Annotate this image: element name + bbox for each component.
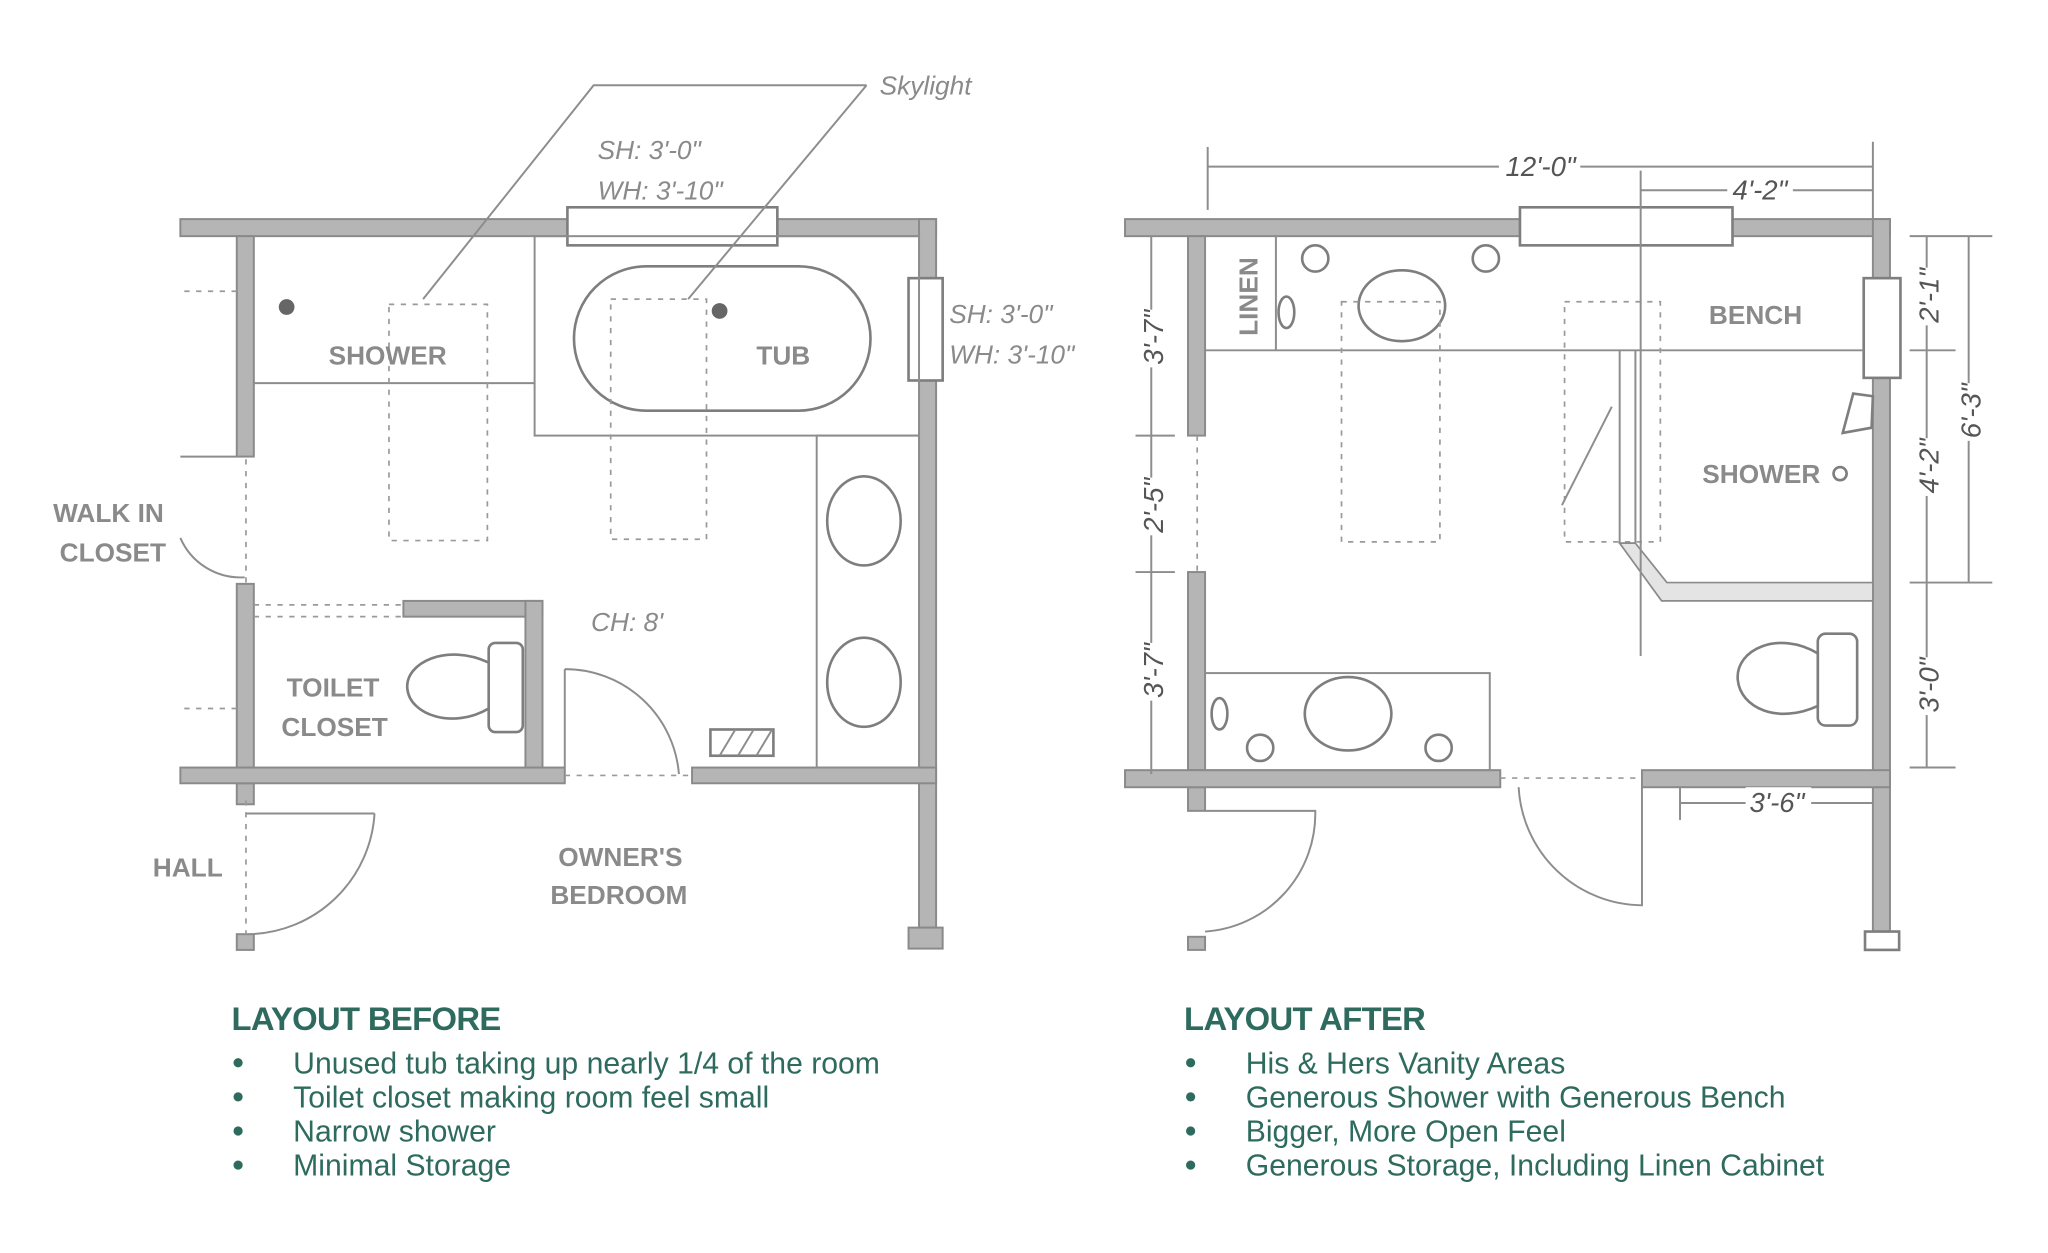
door-swing [245, 812, 376, 936]
cabinet-knob-icon [1471, 244, 1501, 273]
owners-bedroom-label: OWNER'S [558, 842, 682, 872]
toilet-closet-label: CLOSET [281, 712, 387, 742]
skylight-window-height: WH: 3'-10" [598, 175, 725, 205]
after-heading: LAYOUT AFTER [1184, 1000, 1426, 1037]
shower-door [1561, 406, 1613, 506]
door-swing [563, 668, 680, 775]
bottom-wall-left [1124, 769, 1502, 789]
bottom-wall-left [179, 766, 566, 785]
shower-label: SHOWER [1702, 459, 1820, 489]
tub-faucet-icon [711, 303, 728, 319]
side-window [1862, 276, 1902, 380]
top-wall [1124, 218, 1891, 238]
side-window [907, 276, 944, 382]
tub-icon [572, 265, 872, 412]
dimension-bottom-right: 3'-6" [1750, 787, 1806, 818]
cabinet-knob-icon [1245, 733, 1275, 763]
before-summary: LAYOUT BEFORE Unused tub taking up nearl… [232, 1000, 880, 1183]
sink-icon [1303, 675, 1393, 752]
walk-in-closet-label: CLOSET [60, 538, 166, 568]
left-wall-lower [1187, 571, 1207, 772]
hall-label: HALL [153, 852, 223, 882]
skylight-window [566, 205, 779, 247]
before-heading: LAYOUT BEFORE [232, 1000, 501, 1037]
dimension-right-shower: 4'-2" [1913, 437, 1944, 493]
cabinet-knob-icon [1424, 733, 1454, 763]
shower-curb [1617, 542, 1874, 602]
bullet-list: His & Hers Vanity Areas Generous Shower … [1186, 1047, 1825, 1183]
vanity-counter [1204, 672, 1491, 772]
list-item: Bigger, More Open Feel [1246, 1115, 1566, 1148]
list-item: Generous Storage, Including Linen Cabine… [1246, 1150, 1825, 1183]
door-swing [1204, 809, 1317, 933]
door-swing [1517, 787, 1643, 907]
window-sill-height: SH: 3'-0" [949, 299, 1054, 329]
linen-label: LINEN [1234, 257, 1264, 336]
dimension-right-toilet: 3'-0" [1913, 656, 1944, 712]
shower-head-icon [1832, 465, 1848, 482]
dimension-left-top: 3'-7" [1138, 309, 1169, 365]
floor-vent-icon [709, 728, 775, 758]
toilet-icon [1736, 632, 1859, 727]
skylight-sill-height: SH: 3'-0" [598, 135, 703, 165]
list-item: His & Hers Vanity Areas [1246, 1047, 1566, 1080]
dimension-shower-width: 4'-2" [1733, 174, 1789, 205]
dimension-left-middle: 2'-5" [1138, 477, 1169, 534]
ceiling-height-label: CH: 8' [591, 607, 664, 637]
skylight-window [1518, 205, 1734, 247]
after-floor-plan: 12'-0" 4'-2" 3'-6" 3'-7" 2'-5" 3'-7" 2'-… [1124, 141, 1993, 952]
tub-alcove [533, 235, 921, 437]
dimension-right-bench: 2'-1" [1913, 267, 1944, 324]
bullet-list: Unused tub taking up nearly 1/4 of the r… [233, 1047, 880, 1183]
list-item: Generous Shower with Generous Bench [1246, 1081, 1786, 1114]
cabinet-knob-icon [1300, 244, 1330, 273]
list-item: Unused tub taking up nearly 1/4 of the r… [293, 1047, 880, 1080]
top-wall [179, 218, 938, 238]
tub-label: TUB [756, 341, 810, 371]
right-wall-end [907, 926, 944, 950]
left-wall-lower [235, 582, 255, 769]
bottom-wall-right [691, 766, 938, 785]
dimension-right-shower-total: 6'-3" [1955, 382, 1986, 438]
toilet-closet-label: TOILET [287, 673, 380, 703]
sink-icon [825, 474, 902, 567]
dimension-left-bottom: 3'-7" [1138, 642, 1169, 698]
left-wall-upper [235, 235, 255, 458]
left-wall-upper [1187, 235, 1207, 437]
after-summary: LAYOUT AFTER His & Hers Vanity Areas Gen… [1184, 1000, 1825, 1183]
bottom-wall-right [1640, 769, 1891, 789]
toilet-icon [406, 641, 525, 734]
list-item: Toilet closet making room feel small [293, 1081, 769, 1114]
owners-bedroom-label: BEDROOM [550, 880, 687, 910]
sink-icon [1357, 268, 1447, 343]
list-item: Minimal Storage [293, 1150, 511, 1183]
left-wall-end [235, 933, 255, 951]
bench-label: BENCH [1709, 300, 1802, 330]
window-height: WH: 3'-10" [949, 339, 1076, 369]
skylight-label: Skylight [880, 70, 974, 100]
shower-valve-icon [1840, 392, 1875, 435]
shower-label: SHOWER [329, 341, 447, 371]
shower-head-icon [278, 299, 295, 315]
before-floor-plan: Skylight SH: 3'-0" WH: 3'-10" SH: 3'-0" … [53, 70, 1076, 951]
walk-in-closet-label: WALK IN [53, 498, 164, 528]
dimension-overall-width: 12'-0" [1506, 151, 1577, 182]
vanity-counter [815, 434, 921, 769]
list-item: Narrow shower [293, 1115, 496, 1148]
sink-icon [825, 636, 902, 729]
